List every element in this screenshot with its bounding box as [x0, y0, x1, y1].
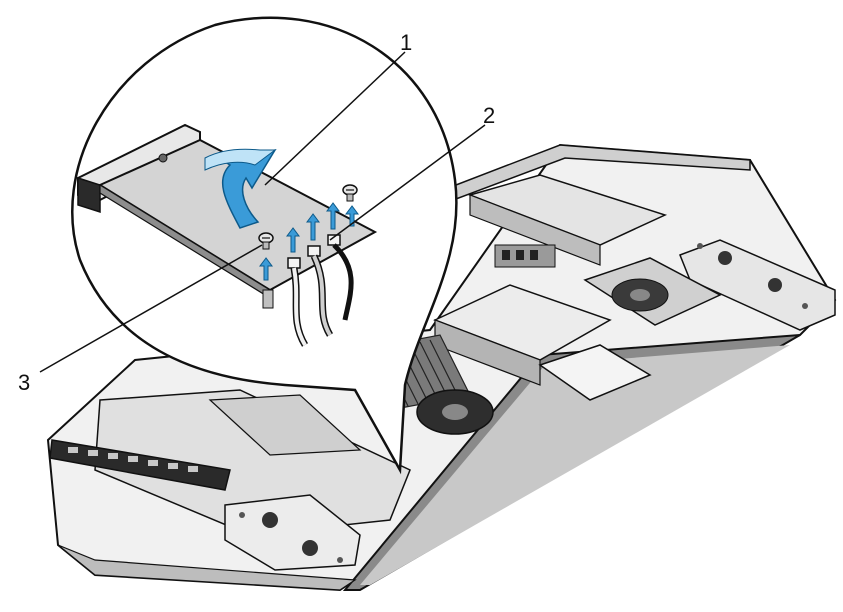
- leader-line-3: [39, 244, 263, 373]
- up-arrow-icon: [345, 205, 359, 227]
- port: [530, 250, 538, 260]
- antenna-connector: [287, 257, 301, 269]
- right-speaker-hole: [768, 278, 782, 292]
- up-arrow-icon: [326, 202, 340, 230]
- screw-icon: [239, 512, 245, 518]
- screw-icon: [342, 184, 358, 202]
- leader-line-2: [329, 124, 486, 241]
- antenna-cable-gray: [312, 255, 332, 337]
- left-speaker-hole: [262, 512, 278, 528]
- curved-arrow-icon: [204, 148, 277, 229]
- screw-icon: [337, 557, 343, 563]
- optical-drive-front: [469, 194, 601, 266]
- screw-icon: [258, 232, 274, 250]
- antenna-cable-black: [332, 243, 354, 321]
- fan-hub: [630, 289, 650, 301]
- board-chip: [208, 394, 362, 456]
- leader-line-1: [264, 51, 406, 186]
- left-speaker-bracket: [224, 494, 361, 571]
- computer-chassis: [46, 143, 837, 592]
- card-detail: [77, 123, 378, 347]
- screw-icon: [697, 243, 703, 249]
- antenna-cable-white: [292, 267, 307, 347]
- left-speaker-hole: [302, 540, 318, 556]
- right-speaker-hole: [718, 251, 732, 265]
- up-arrow-icon: [259, 257, 273, 281]
- port-row: [68, 447, 198, 472]
- port: [516, 250, 524, 260]
- port: [502, 250, 510, 260]
- back-cover-highlight: [360, 345, 790, 585]
- front-edge: [57, 544, 357, 591]
- screw-icon: [158, 153, 168, 163]
- callout-leaders: [39, 51, 486, 373]
- up-arrow-icon: [306, 213, 320, 241]
- card-connector-dark: [77, 176, 101, 214]
- fan-hub: [442, 404, 468, 420]
- system-board: [94, 389, 411, 536]
- screw-icon: [802, 303, 808, 309]
- power-supply: [538, 344, 652, 401]
- standoff: [262, 289, 274, 309]
- up-arrow-icon: [286, 227, 300, 253]
- callout-number-1: 1: [400, 30, 412, 55]
- callout-number-3: 3: [18, 370, 30, 395]
- callout-number-2: 2: [483, 103, 495, 128]
- antenna-connector: [307, 245, 321, 257]
